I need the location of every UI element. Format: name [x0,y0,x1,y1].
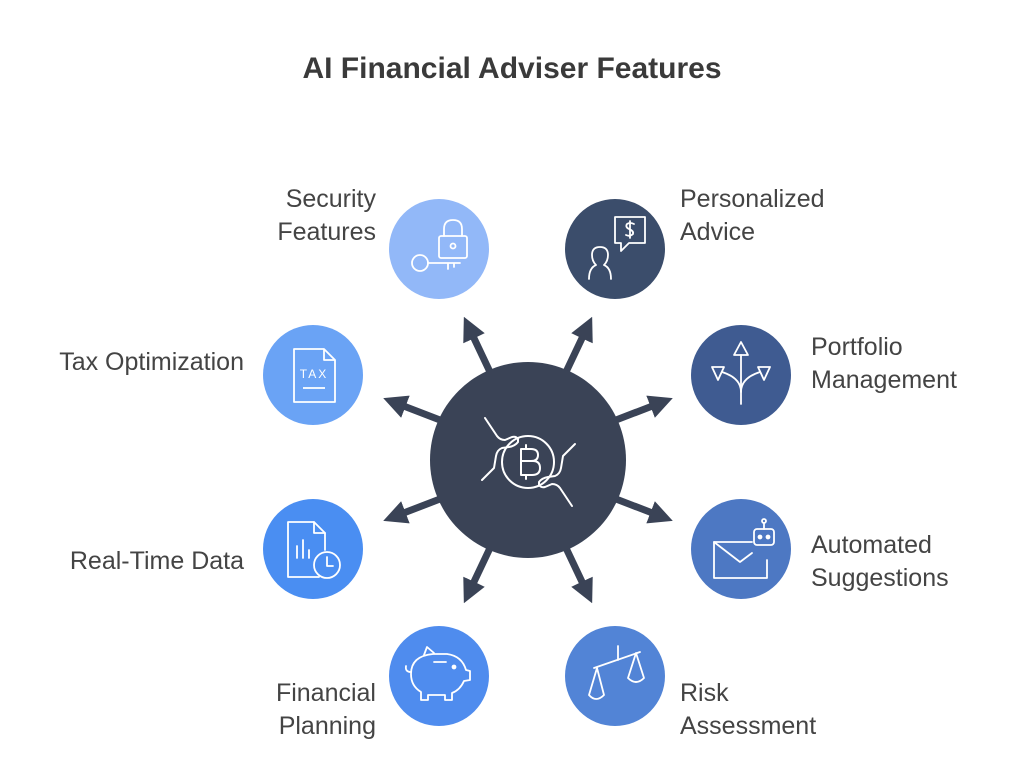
label-planning: Financial Planning [276,677,376,743]
arrow-risk [562,546,593,604]
label-planning-line-2: Planning [278,712,376,740]
label-planning-line-1: Financial [275,679,376,707]
arrow-security [463,316,494,374]
label-risk-line-1: Risk [680,679,729,707]
label-tax-line-1: Tax Optimization [59,348,244,376]
feature-security [389,199,489,299]
label-personalized-line-1: Personalized [680,185,825,213]
label-automated-line-2: Suggestions [811,564,949,592]
feature-planning [389,626,489,726]
feature-personalized [565,199,665,299]
arrow-tax [383,395,442,424]
label-portfolio: Portfolio Management [811,331,957,397]
svg-text:TAX: TAX [300,367,328,381]
arrow-personalized [562,316,593,374]
label-realtime: Real-Time Data [70,545,244,578]
label-tax: Tax Optimization [59,346,244,379]
tax-document-icon: TAX [293,348,336,403]
label-automated-line-1: Automated [811,531,932,559]
feature-tax: TAX [263,325,363,425]
arrow-realtime [383,495,442,524]
label-risk-line-2: Assessment [680,712,817,740]
lock-key-icon [411,219,468,272]
feature-automated [691,499,791,599]
feature-portfolio [691,325,791,425]
robot-mail-icon [713,518,775,579]
feature-realtime [263,499,363,599]
balance-scale-icon [588,645,645,700]
label-risk: Risk Assessment [680,677,816,743]
label-personalized-line-2: Advice [680,218,756,246]
feature-risk [565,626,665,726]
branching-arrows-icon [711,341,771,405]
label-realtime-line-1: Real-Time Data [69,547,244,575]
label-security-line-1: Security [285,185,376,213]
diagram-title: AI Financial Adviser Features [302,52,722,85]
label-portfolio-line-2: Management [811,366,957,394]
arrows [383,316,673,604]
label-personalized: Personalized Advice [680,183,825,249]
arrow-portfolio [614,395,673,424]
label-security: Security Features [277,183,376,249]
label-security-line-2: Features [277,218,376,246]
arrow-planning [463,546,494,604]
chart-clock-icon [287,521,341,579]
label-portfolio-line-1: Portfolio [811,333,903,361]
piggy-bank-icon [404,646,471,701]
label-automated: Automated Suggestions [811,529,949,595]
bitcoin-handshake-icon [481,417,576,507]
arrow-automated [614,495,673,524]
hub [430,362,626,558]
person-dollar-chat-icon [588,216,646,280]
